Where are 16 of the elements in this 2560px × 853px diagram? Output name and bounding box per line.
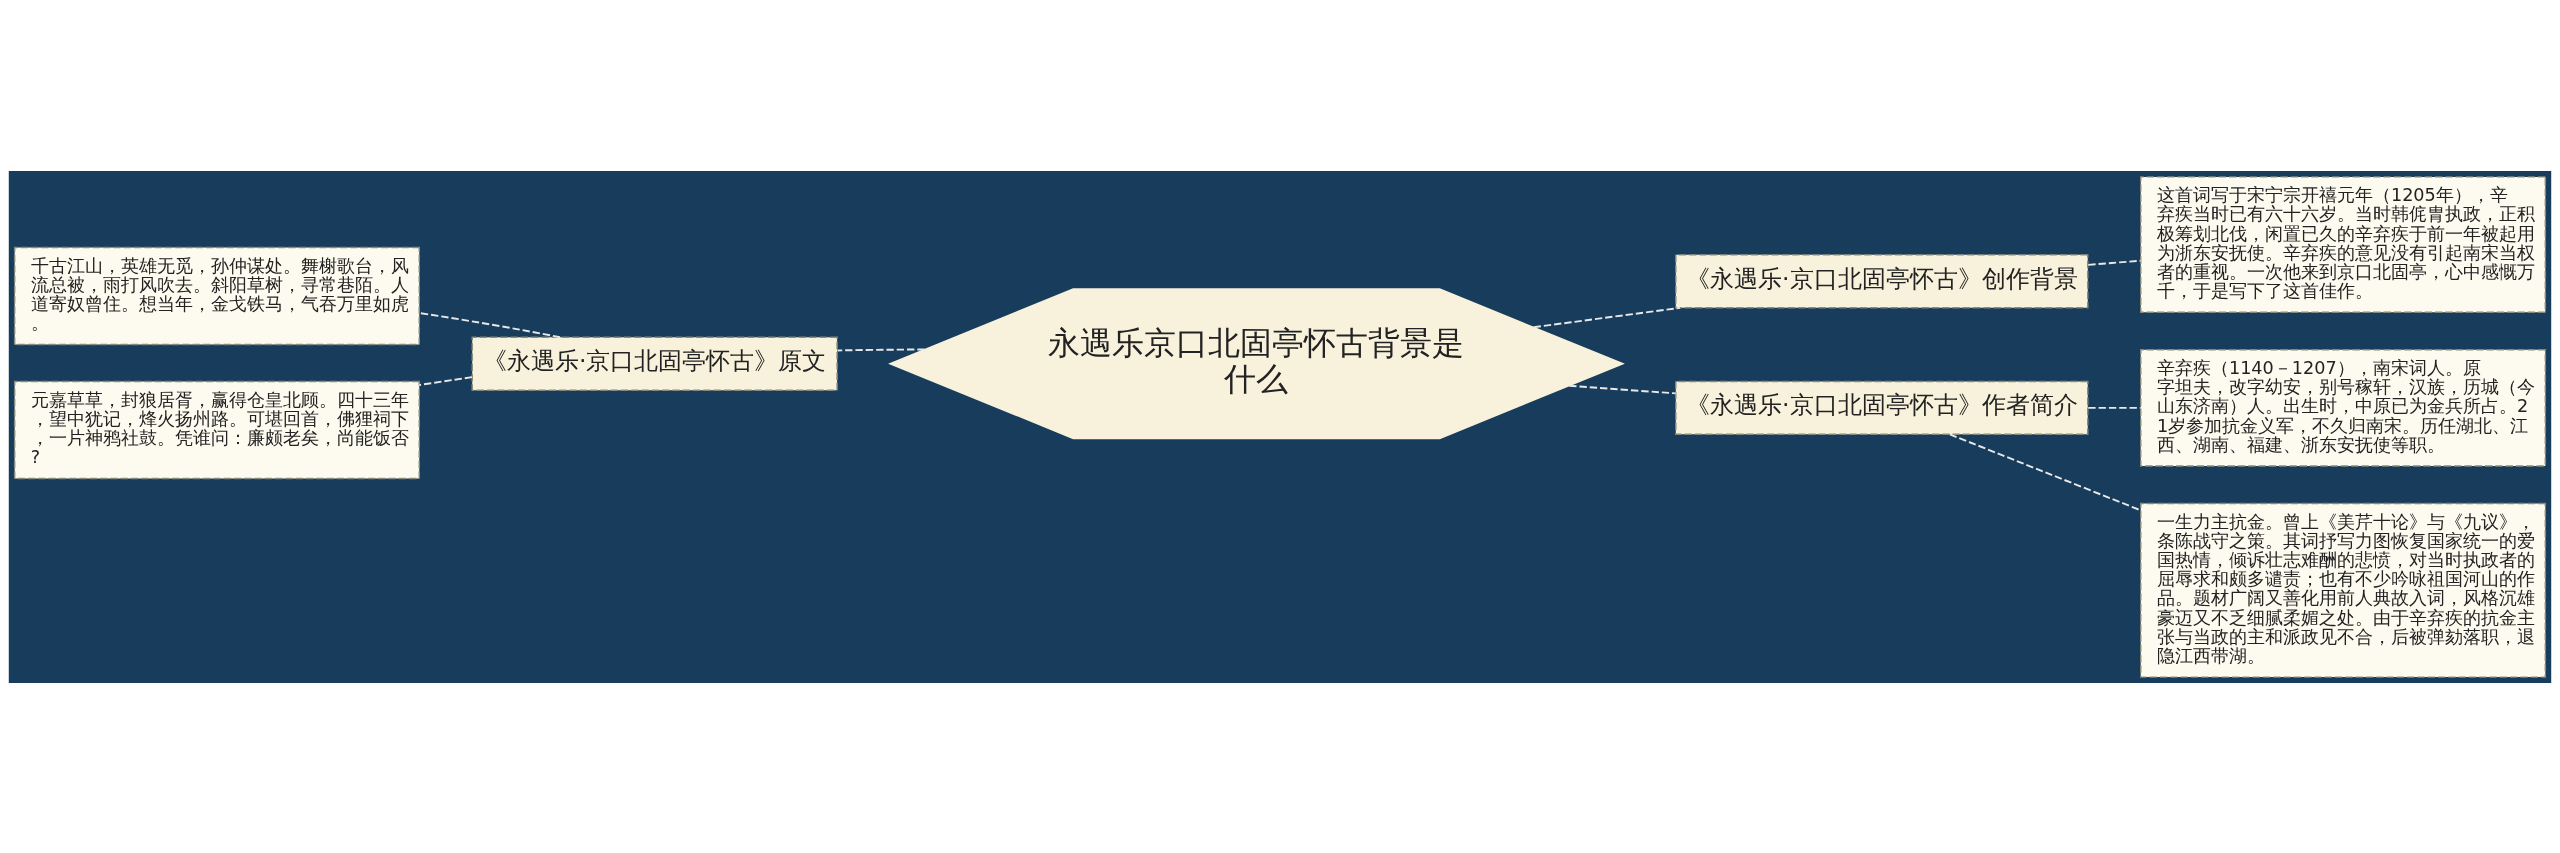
connector: [1948, 432, 2142, 511]
node-box: 千古江山，英雄无觅，孙仲谋处。舞榭歌台，风流总被，雨打风吹去。斜阳草树，寻常巷陌。人道寄奴曾住。想当年，金戈铁马，气吞万里如虎。: [13, 246, 420, 345]
node-box: 一生力主抗金。曾上《美芹十论》与《九议》，条陈战守之策。其词抒写力图恢复国家统一的爱国热情，倾诉壮志难酬的悲愤，对当时执政者的屈辱求和颇多谴责；也有不少吟咏祖国河山的作品。题材广阔又善化用前人典故入词，风格沉雄豪迈又不乏细腻柔媚之处。由于辛弃疾的抗金主张与当政的主和派政见不合，后被弹劾落职，退隐江西带湖。: [2140, 502, 2547, 678]
node-box: 元嘉草草，封狼居胥，赢得仓皇北顾。四十三年，望中犹记，烽火扬州路。可堪回首，佛狸祠下，一片神鸦社鼓。凭谁问：廉颇老矣，尚能饭否?: [13, 380, 420, 479]
connector: [2087, 406, 2142, 409]
node-box: 《永遇乐·京口北固亭怀古》原文: [471, 336, 838, 391]
connector: [2087, 259, 2142, 266]
connector: [418, 375, 473, 386]
node-box: 辛弃疾（1140－1207），南宋词人。原字坦夫，改字幼安，别号稼轩，汉族，历城（今山东济南）人。出生时，中原已为金兵所占。21岁参加抗金义军，不久归南宋。历任湖北、江西、湖南、福建、浙东安抚使等职。: [2140, 348, 2547, 467]
node-box: 《永遇乐·京口北固亭怀古》创作背景: [1675, 253, 2089, 309]
connector: [1568, 384, 1677, 394]
connector: [1532, 306, 1681, 328]
node-box: 这首词写于宋宁宗开禧元年（1205年），辛弃疾当时已有六十六岁。当时韩侂胄执政，正积极筹划北伐，闲置已久的辛弃疾于前一年被起用为浙东安抚使。辛弃疾的意见没有引起南宋当权者的重视。一次他来到京口北固亭，心中感慨万千，于是写下了这首佳作。: [2140, 175, 2547, 313]
node-box: 《永遇乐·京口北固亭怀古》作者简介: [1675, 380, 2089, 435]
connector: [418, 311, 561, 338]
connector: [836, 348, 926, 351]
